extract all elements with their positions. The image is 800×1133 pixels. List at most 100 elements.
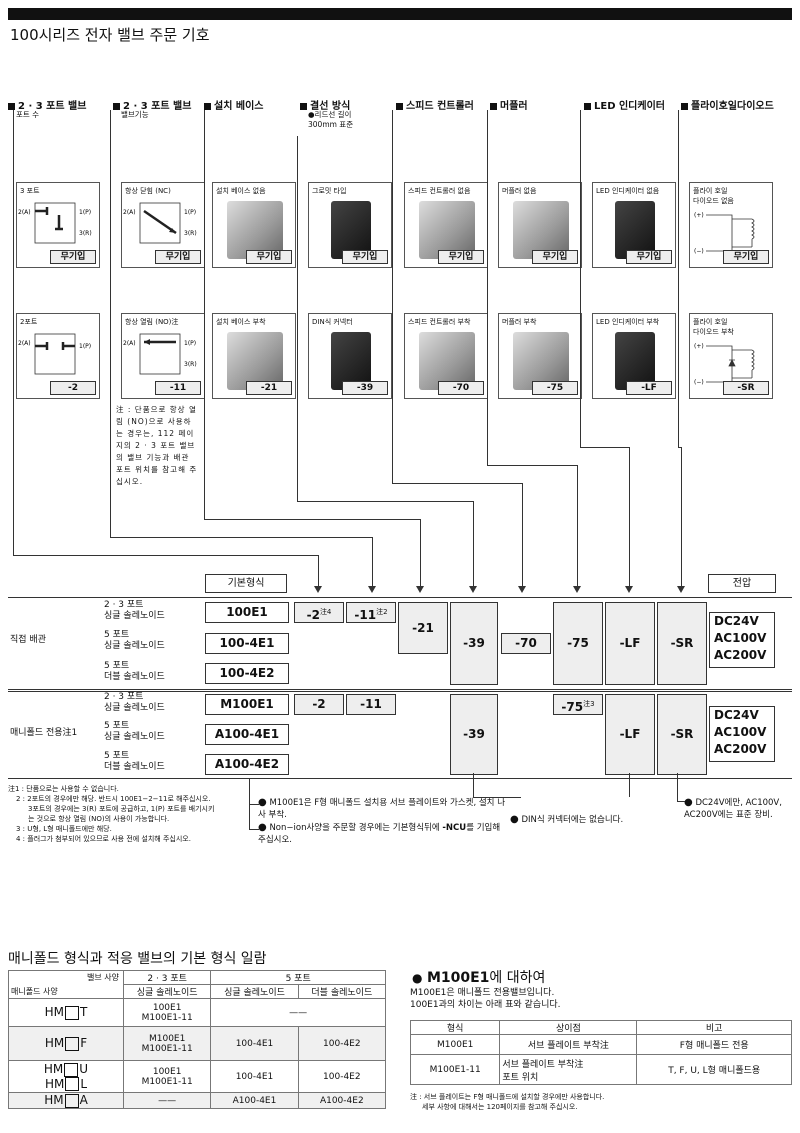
opt-bottom-label: LED 인디케이터 부착 bbox=[596, 318, 660, 326]
connector-line bbox=[110, 110, 111, 537]
model-a100-4e1: A100-4E1 bbox=[205, 724, 289, 745]
code-lf-direct: -LF bbox=[605, 602, 655, 685]
opt-bottom-code: -75 bbox=[532, 381, 578, 395]
connector-line bbox=[297, 501, 473, 502]
opt-top-code: 무기입 bbox=[438, 250, 484, 264]
opt-bottom-label: 2포트 bbox=[20, 318, 38, 326]
opt-top-label: 항상 닫힘 (NC) bbox=[125, 187, 171, 195]
opt-top-7: 플라이 호일 다이오드 없음(+)(−) 무기입 bbox=[689, 182, 773, 268]
category-sub-1: 밸브기능 bbox=[121, 110, 149, 119]
category-header-3: 결선 방식 bbox=[300, 97, 350, 112]
table1-title: 매니폴드 형식과 적응 밸브의 기본 형식 일람 bbox=[8, 951, 267, 967]
valve-photo bbox=[513, 332, 569, 390]
arrow-head bbox=[469, 586, 477, 593]
code-39-mani: -39 bbox=[450, 694, 498, 775]
code-70: -70 bbox=[501, 633, 551, 654]
code-lf-mani: -LF bbox=[605, 694, 655, 775]
model-m100e1: M100E1 bbox=[205, 694, 289, 715]
connector-line bbox=[487, 110, 488, 465]
page-title: 100시리즈 전자 밸브 주문 기호 bbox=[10, 26, 210, 44]
valve-photo bbox=[513, 201, 569, 259]
opt-top-1: 항상 닫힘 (NC) 2(A) 1(P) 3(R) 무기입 bbox=[121, 182, 205, 268]
top-bar bbox=[8, 8, 792, 20]
opt-top-code: 무기입 bbox=[342, 250, 388, 264]
category-sub-0: 포트 수 bbox=[16, 110, 40, 119]
nc-note: 注 : 단품으로 항상 열림 (NO)으로 사용하는 경우는, 112 페이지의… bbox=[116, 405, 198, 486]
svg-text:3(R): 3(R) bbox=[184, 230, 197, 237]
opt-bottom-code: -70 bbox=[438, 381, 484, 395]
svg-text:2(A): 2(A) bbox=[18, 340, 31, 347]
diode-symbol: (+)(−) bbox=[694, 212, 755, 255]
opt-bottom-label: 플라이 호일 다이오드 부착 bbox=[693, 318, 734, 336]
category-sub-3: ●리드선 길이 300mm 표준 bbox=[308, 110, 354, 129]
code-2-mani: -2 bbox=[294, 694, 344, 715]
connector-line bbox=[522, 483, 523, 590]
opt-bottom-label: 머플러 부착 bbox=[502, 318, 537, 326]
valve-photo bbox=[419, 201, 475, 259]
arrow-head bbox=[368, 586, 376, 593]
code-sr-direct: -SR bbox=[657, 602, 707, 685]
arrow-head bbox=[625, 586, 633, 593]
opt-bottom-code: -21 bbox=[246, 381, 292, 395]
opt-bottom-1: 항상 열림 (NO)注 2(A)1(P)3(R)-11 bbox=[121, 313, 205, 399]
arrow-head bbox=[314, 586, 322, 593]
connector-line bbox=[580, 110, 581, 447]
model-100-4e2: 100-4E2 bbox=[205, 663, 289, 684]
opt-bottom-3: DIN식 커넥터-39 bbox=[308, 313, 392, 399]
opt-top-0: 3 포트 2(A)1(P)3(R)무기입 bbox=[16, 182, 100, 268]
connector-line bbox=[110, 537, 372, 538]
connector-line bbox=[577, 465, 578, 590]
opt-top-label: 3 포트 bbox=[20, 187, 40, 195]
opt-top-code: 무기입 bbox=[723, 250, 769, 264]
category-header-1: 2 · 3 포트 밸브 bbox=[113, 97, 191, 112]
opt-top-code: 무기입 bbox=[155, 250, 201, 264]
opt-bottom-code: -LF bbox=[626, 381, 672, 395]
svg-text:3(R): 3(R) bbox=[184, 361, 197, 368]
svg-text:(+): (+) bbox=[694, 343, 704, 350]
valve-photo bbox=[419, 332, 475, 390]
voltage-label: 전압 bbox=[708, 574, 776, 593]
connector-line bbox=[678, 447, 681, 448]
bullet-ncu: ● Non−ion사양을 주문할 경우에는 기본형식뒤에 -NCU를 기입해 주… bbox=[258, 822, 501, 845]
connector-line bbox=[392, 483, 522, 484]
opt-bottom-label: 스피드 컨트롤러 부착 bbox=[408, 318, 471, 326]
opt-bottom-2: 설치 베이스 부착-21 bbox=[212, 313, 296, 399]
connector-line bbox=[204, 110, 205, 519]
opt-bottom-6: LED 인디케이터 부착 -LF bbox=[592, 313, 676, 399]
connector-line bbox=[678, 110, 679, 447]
opt-bottom-label: 항상 열림 (NO)注 bbox=[125, 318, 179, 326]
connector-line bbox=[13, 555, 318, 556]
code-75-direct: -75 bbox=[553, 602, 603, 685]
svg-text:1(P): 1(P) bbox=[79, 209, 91, 216]
svg-text:2(A): 2(A) bbox=[123, 340, 136, 347]
valve-photo bbox=[227, 201, 283, 259]
valve-symbol: 2(A)1(P)3(R) bbox=[18, 202, 92, 244]
opt-bottom-0: 2포트 2(A)1(P)-2 bbox=[16, 313, 100, 399]
table2-title: ● M100E1에 대하여 bbox=[412, 970, 546, 986]
arrow-head bbox=[677, 586, 685, 593]
code-11-direct: -11注2 bbox=[346, 602, 396, 623]
opt-bottom-code: -SR bbox=[723, 381, 769, 395]
code-2-direct: -2注4 bbox=[294, 602, 344, 623]
svg-text:3(R): 3(R) bbox=[79, 230, 92, 237]
connector-line bbox=[13, 110, 14, 555]
svg-text:1(P): 1(P) bbox=[184, 209, 196, 216]
opt-top-code: 무기입 bbox=[50, 250, 96, 264]
connector-line bbox=[629, 447, 630, 590]
svg-text:2(A): 2(A) bbox=[123, 209, 136, 216]
opt-top-label: LED 인디케이터 없음 bbox=[596, 187, 660, 195]
footnotes: 注1 : 단품으로는 사용할 수 없습니다. 2 : 2포트의 경우에만 해당.… bbox=[8, 785, 215, 843]
